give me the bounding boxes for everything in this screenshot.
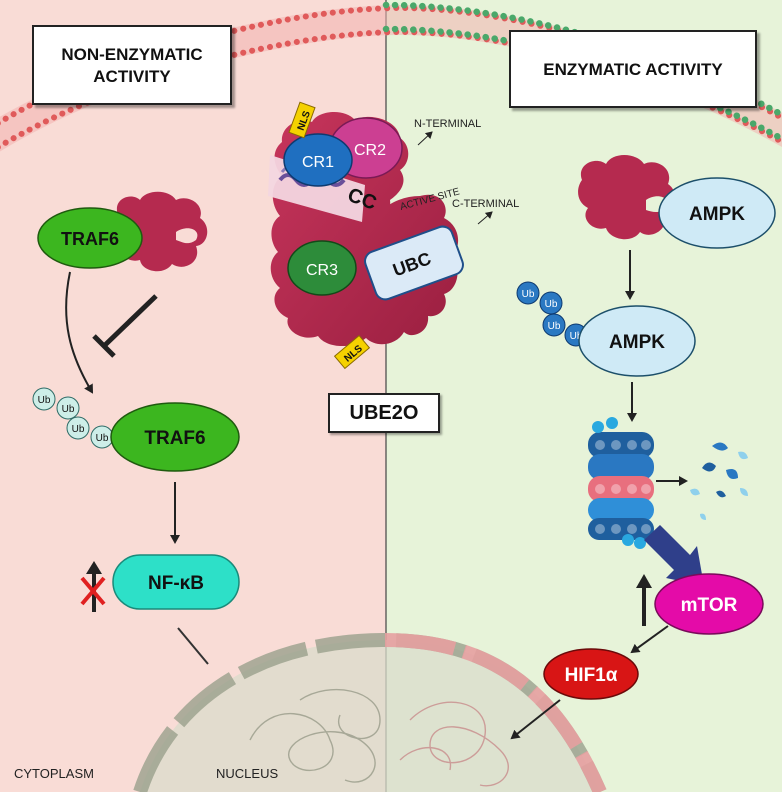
cr2-label: CR2 [354, 142, 386, 159]
cytoplasm-label: CYTOPLASM [14, 766, 94, 781]
nfkb-label: NF-κB [148, 573, 204, 594]
inhibition-bar [92, 334, 116, 358]
ube2o-name-box: UBE2O [328, 393, 440, 433]
c-terminal-arrow [477, 211, 493, 225]
nfkb-up-arrow-crossed [80, 561, 106, 612]
ub-chain-left: Ub Ub Ub Ub [32, 387, 114, 449]
n-terminal-arrow [417, 131, 433, 146]
degraded-fragments [690, 442, 748, 520]
mtor-node [654, 573, 764, 635]
ube2o-name: UBE2O [349, 402, 419, 424]
non-enzymatic-title-box: NON-ENZYMATIC ACTIVITY [32, 25, 232, 105]
ub-tag: Ub [62, 404, 75, 415]
arrow-hif1a-nucleus [510, 699, 561, 740]
ampk-ub-label: AMPK [609, 332, 665, 353]
hif1a-label: HIF1α [565, 665, 618, 686]
ub-tag: Ub [38, 395, 51, 406]
nucleus-label: NUCLEUS [216, 766, 279, 781]
ub-tag: Ub [570, 331, 583, 342]
ub-tag: Ub [72, 424, 85, 435]
arrow-mtor-hif1a [630, 625, 669, 654]
enzymatic-title: ENZYMATIC ACTIVITY [543, 60, 723, 79]
non-enzymatic-title: NON-ENZYMATIC ACTIVITY [61, 45, 203, 86]
thick-arrow-to-mtor [644, 525, 704, 586]
mtor-label: mTOR [681, 595, 738, 616]
traf6-ub-label: TRAF6 [144, 428, 205, 449]
cr3-label: CR3 [306, 262, 338, 279]
cr1-label: CR1 [302, 154, 334, 171]
ampk-ub-node [578, 305, 696, 377]
enzymatic-title-box: ENZYMATIC ACTIVITY [509, 30, 757, 108]
ub-tag: Ub [545, 299, 558, 310]
cr3-domain [287, 240, 357, 296]
nucleus [133, 632, 607, 792]
mtor-up-arrow [636, 574, 652, 626]
cr1-domain [283, 133, 353, 187]
traf6-top-label: TRAF6 [61, 229, 119, 249]
n-terminal-label: N-TERMINAL [414, 118, 481, 130]
ub-tag: Ub [522, 289, 535, 300]
nfkb-node [112, 554, 240, 610]
c-terminal-label: C-TERMINAL [452, 198, 519, 210]
ub-tag: Ub [548, 321, 561, 332]
ub-tag: Ub [96, 433, 109, 444]
ubc-domain [364, 225, 464, 301]
arrow-traf6-ub [65, 271, 94, 394]
ampk-top-node [658, 177, 776, 249]
traf6-top-node [37, 207, 143, 269]
hif1a-node [543, 648, 639, 700]
proteasome [588, 417, 654, 549]
ampk-top-label: AMPK [689, 204, 745, 225]
nfkb-to-nucleus-line [177, 627, 209, 665]
inhibition-line [102, 294, 158, 348]
traf6-ub-node [110, 402, 240, 472]
